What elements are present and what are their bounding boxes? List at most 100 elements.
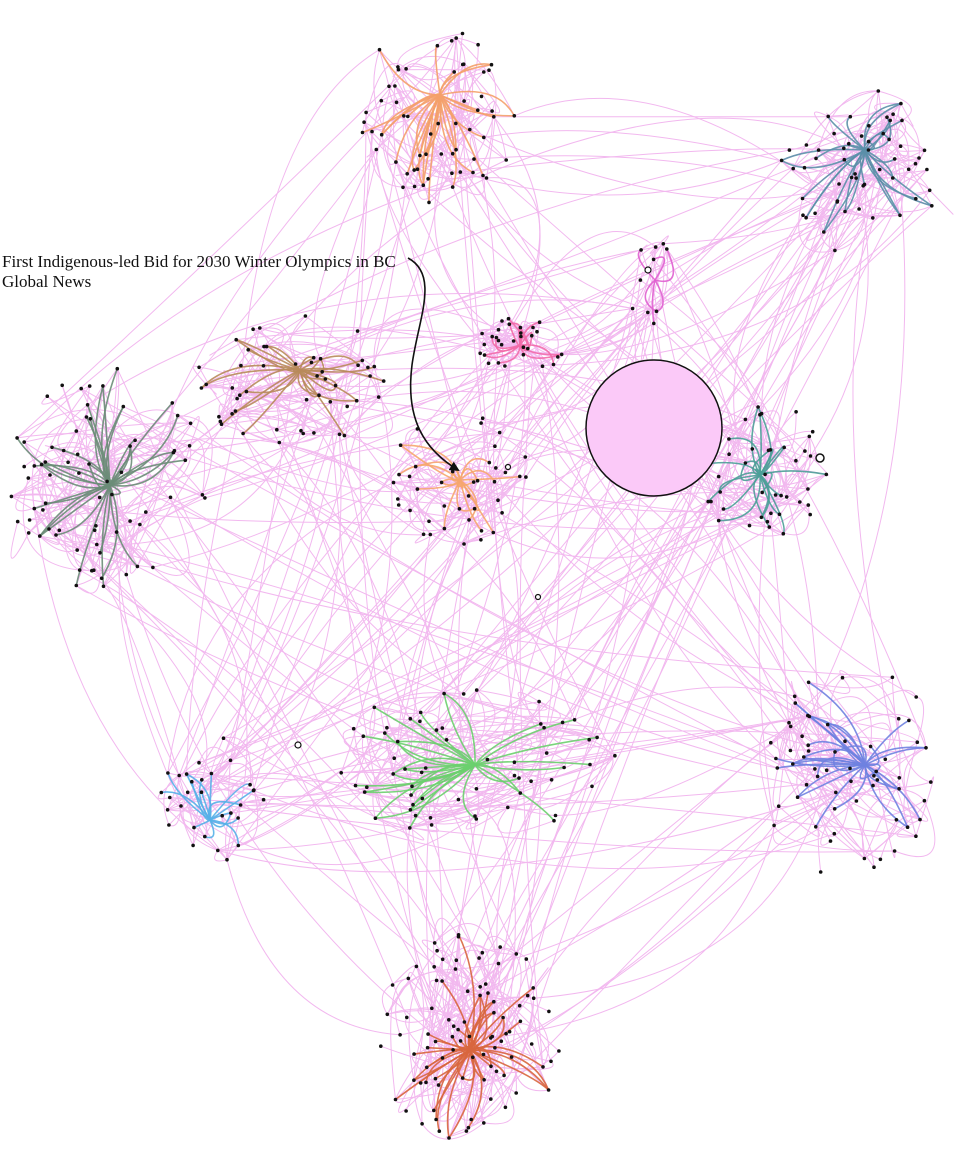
edge (416, 169, 453, 200)
edge (455, 968, 468, 1030)
edge (394, 85, 806, 452)
edge (397, 501, 709, 742)
edge (446, 739, 506, 790)
node (892, 849, 897, 853)
node (861, 184, 865, 188)
node (549, 1059, 553, 1064)
node (409, 793, 413, 797)
edge (365, 97, 405, 113)
edge (864, 149, 901, 216)
node (251, 788, 256, 793)
edge (425, 177, 894, 769)
edge (157, 792, 170, 800)
node (523, 455, 528, 459)
node (440, 957, 445, 962)
edge (519, 321, 540, 346)
node (906, 167, 911, 172)
node (236, 843, 241, 848)
edge (198, 491, 763, 764)
edge (91, 535, 154, 571)
node (361, 734, 366, 738)
edge (455, 122, 857, 200)
edge (125, 574, 517, 1094)
node (138, 522, 142, 527)
node (312, 431, 316, 435)
edge (522, 347, 807, 786)
edge (802, 198, 901, 217)
node (177, 773, 181, 778)
edge (230, 363, 297, 761)
node (492, 1010, 496, 1015)
edge (392, 757, 476, 775)
node (897, 787, 901, 791)
node (828, 839, 833, 843)
node (133, 438, 137, 443)
node (474, 787, 479, 791)
node (412, 168, 417, 172)
node (478, 993, 482, 998)
node (87, 384, 92, 388)
node (492, 115, 496, 119)
node (775, 766, 780, 770)
edge (433, 1049, 471, 1111)
node (795, 795, 800, 799)
edge (170, 496, 852, 782)
edge (772, 800, 857, 846)
edge (864, 149, 917, 200)
edge (381, 134, 482, 531)
annotation-arrow (407, 257, 460, 472)
node (512, 114, 517, 118)
edge (751, 406, 761, 476)
node (428, 816, 433, 820)
edge (474, 333, 483, 335)
edge (805, 103, 902, 218)
node (503, 470, 508, 475)
node (238, 803, 243, 807)
edge (366, 149, 377, 158)
node (798, 500, 802, 504)
edge (448, 1013, 466, 1030)
edge (421, 939, 456, 970)
edge (459, 468, 479, 482)
node (779, 493, 783, 498)
edge (727, 438, 762, 518)
edge (807, 714, 866, 766)
edge (415, 466, 445, 529)
node (540, 364, 545, 369)
edge (781, 148, 866, 162)
edge (436, 715, 541, 731)
node (914, 834, 918, 838)
node (427, 519, 431, 524)
edge (874, 102, 901, 118)
node (914, 695, 918, 699)
edge (839, 670, 900, 720)
node (45, 394, 50, 399)
node (474, 688, 479, 692)
edge (834, 722, 891, 760)
node (261, 364, 266, 368)
node (517, 776, 521, 780)
node (496, 338, 501, 343)
node (482, 70, 486, 74)
node (521, 352, 526, 357)
node (239, 363, 243, 368)
edge (34, 484, 111, 510)
node (179, 804, 183, 808)
node (808, 512, 812, 517)
edge (173, 438, 206, 495)
node (465, 989, 470, 993)
node (716, 474, 721, 479)
node (216, 848, 220, 853)
edge (469, 1047, 492, 1067)
node (414, 964, 419, 969)
edge (439, 71, 455, 96)
node (432, 1108, 436, 1113)
node (758, 412, 762, 417)
node (114, 530, 119, 534)
edge (491, 963, 552, 1062)
edge (452, 153, 797, 462)
edge (900, 103, 914, 127)
edge (728, 90, 884, 440)
edge (456, 936, 492, 1067)
node (454, 36, 459, 40)
